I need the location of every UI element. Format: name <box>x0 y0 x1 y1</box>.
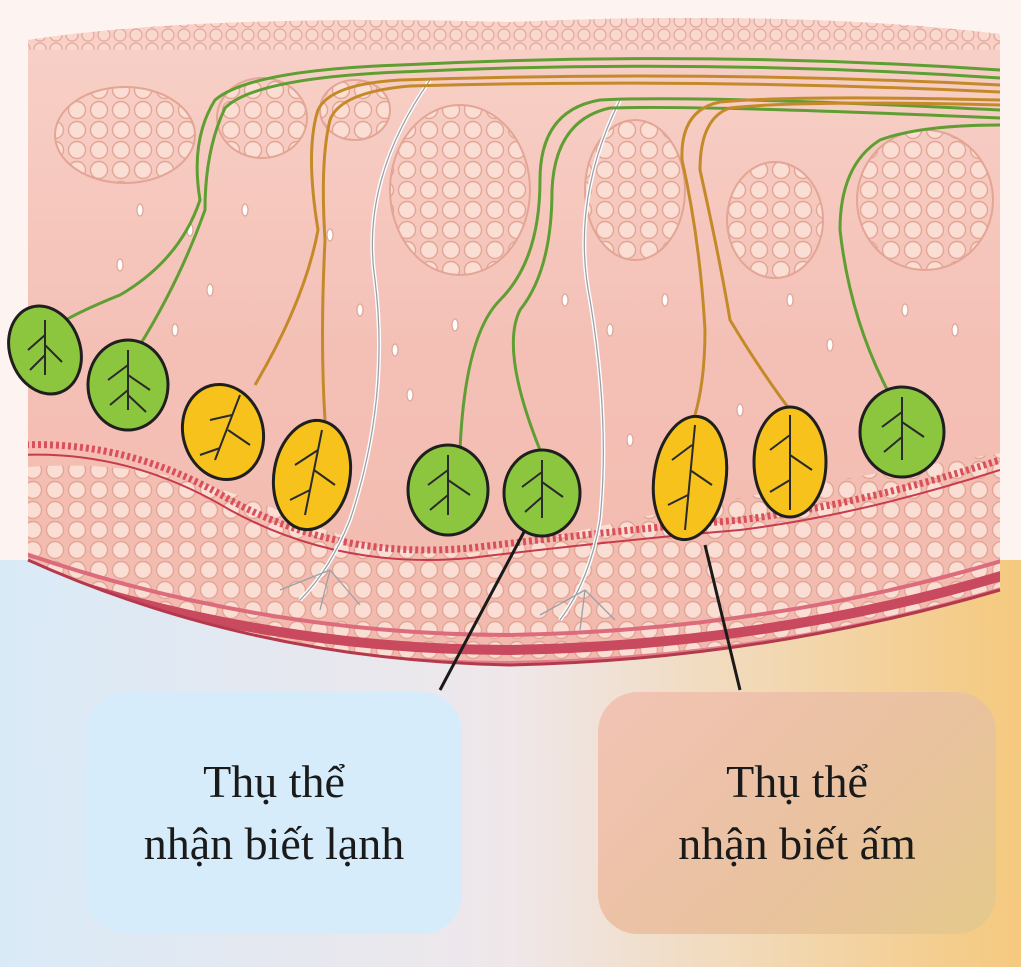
cold-receptor-label: Thụ thể nhận biết lạnh <box>86 692 462 934</box>
warm-receptor <box>754 407 826 517</box>
warm-label-line1: Thụ thể <box>726 751 868 813</box>
cold-receptor <box>860 387 944 477</box>
cold-receptor <box>504 450 580 536</box>
cold-receptor <box>88 340 168 430</box>
cold-label-line2: nhận biết lạnh <box>144 813 405 875</box>
cold-receptor <box>408 445 488 535</box>
cold-label-line1: Thụ thể <box>203 751 345 813</box>
warm-label-line2: nhận biết ấm <box>678 813 916 875</box>
warm-receptor-label: Thụ thể nhận biết ấm <box>598 692 996 934</box>
